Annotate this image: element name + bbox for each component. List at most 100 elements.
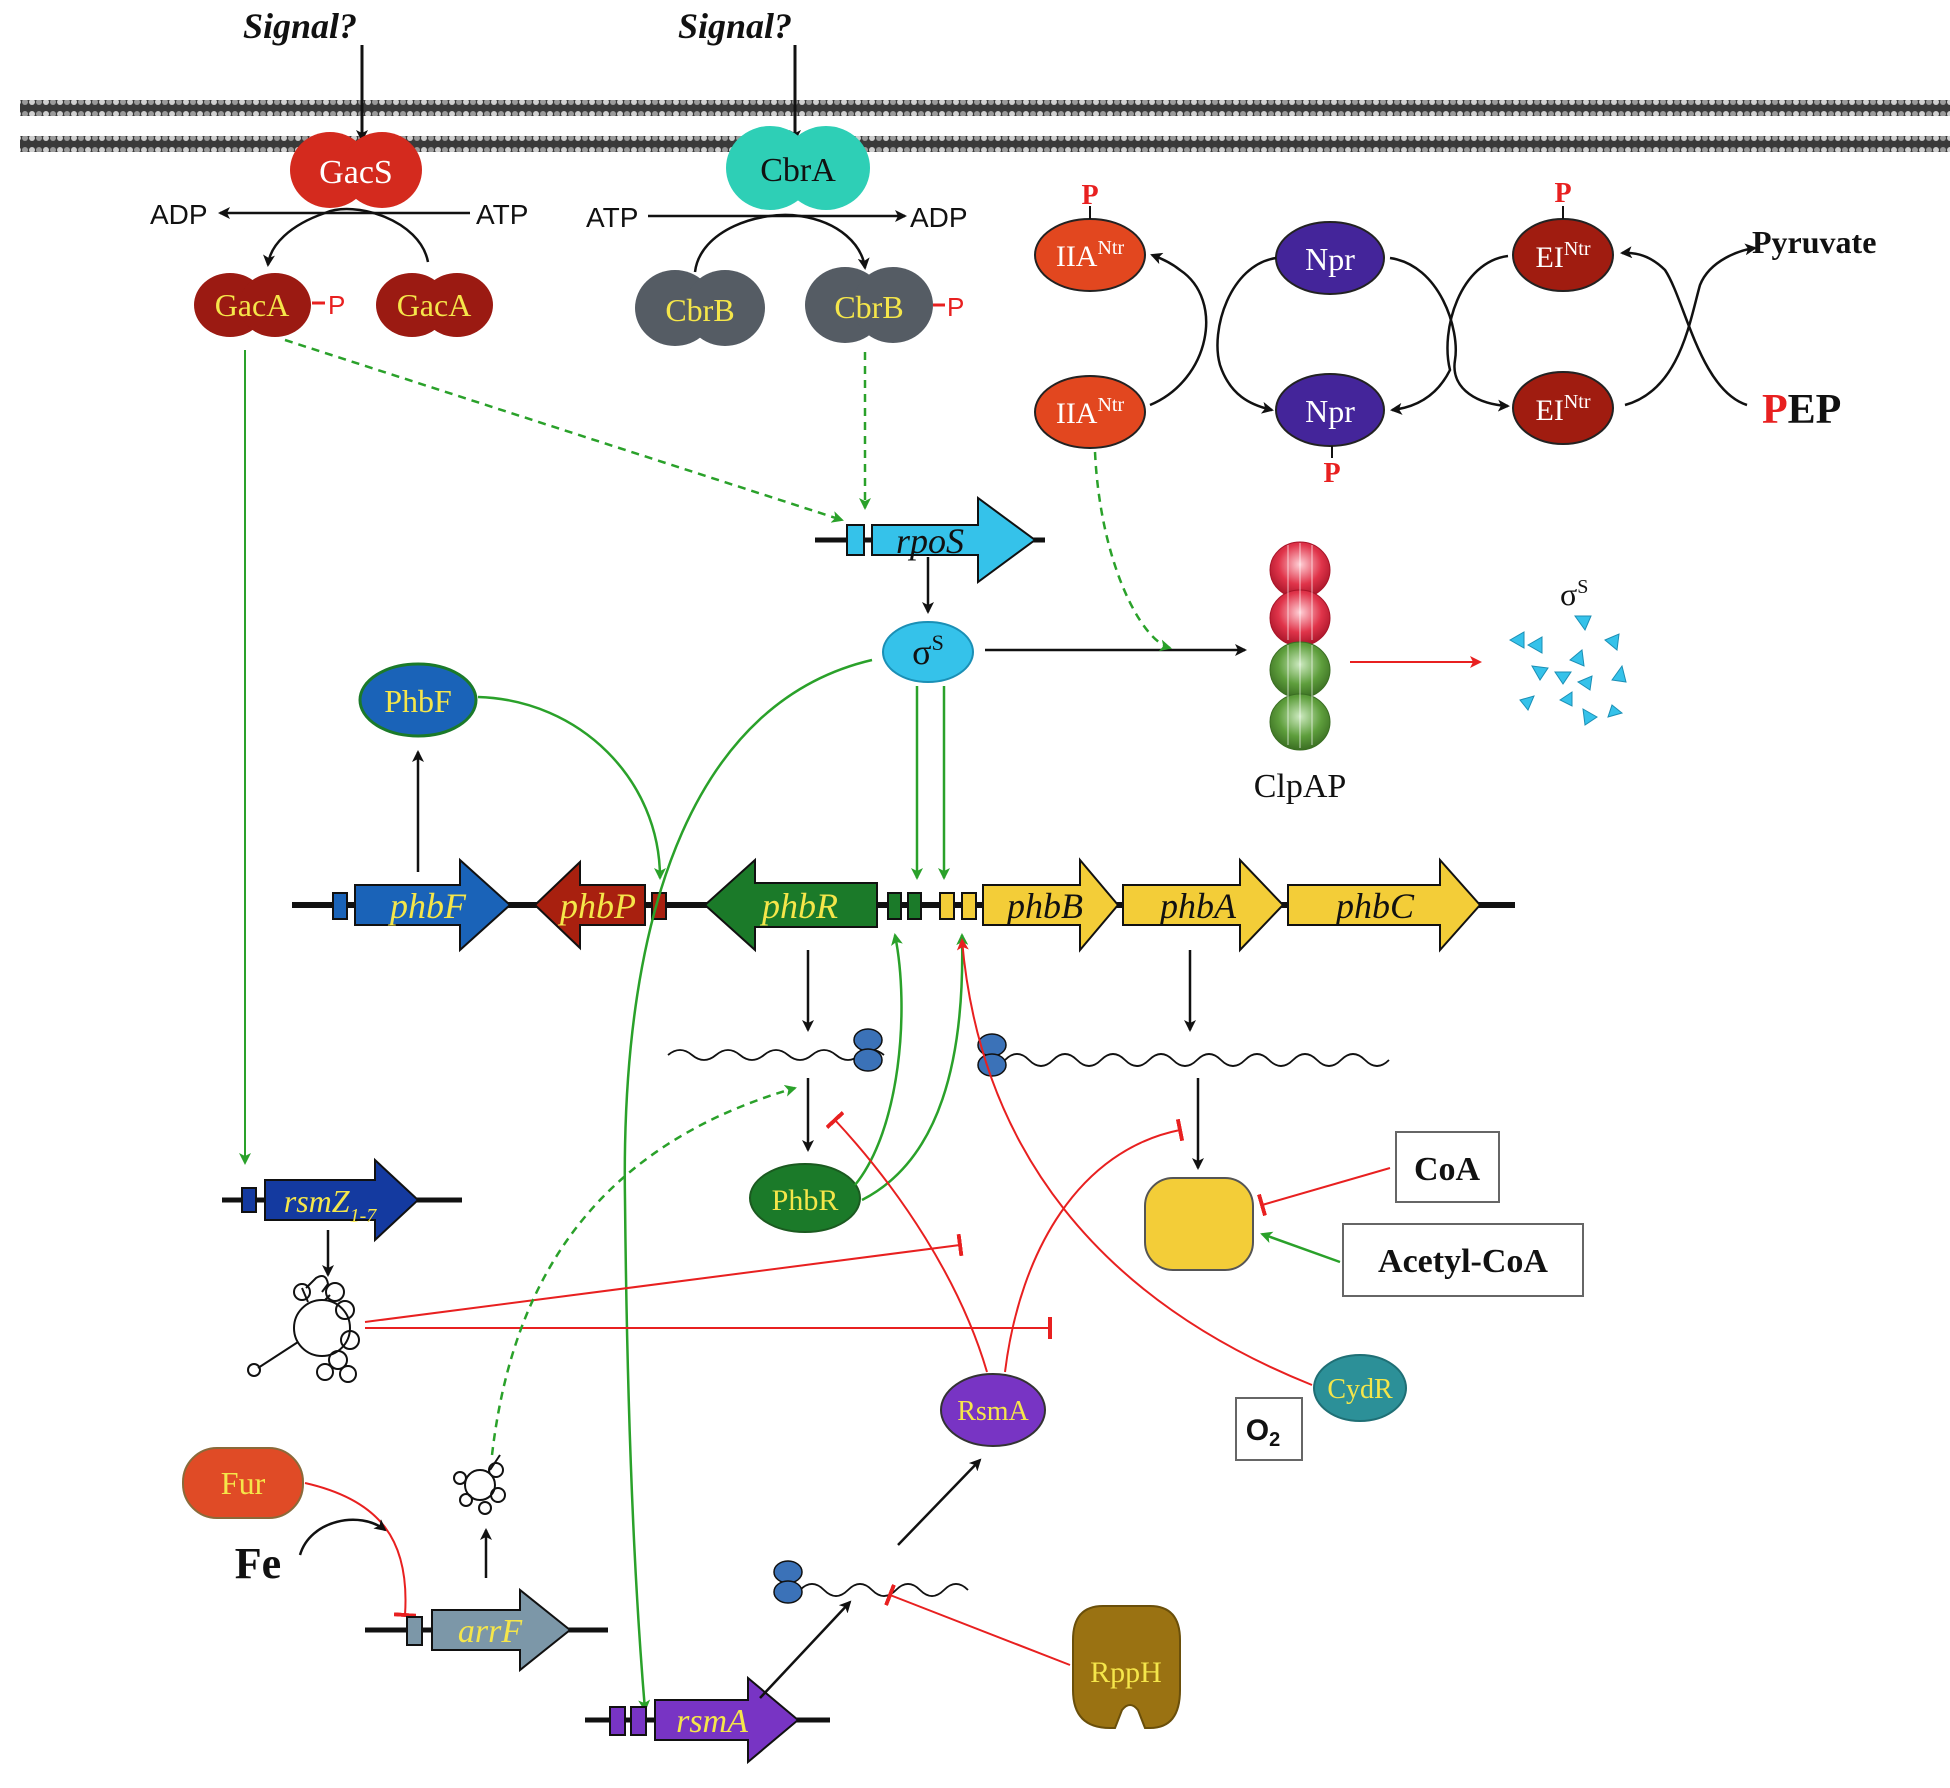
gacs-adp-label: ADP (150, 199, 208, 230)
svg-text:IIANtr: IIANtr (1056, 237, 1125, 273)
signal-label-left: Signal? (243, 6, 357, 46)
acetyl-coa-activates-enzyme (1260, 1231, 1341, 1264)
fur-represses-arrf (304, 1482, 417, 1618)
acetyl-coa-box: Acetyl-CoA (1342, 1223, 1584, 1297)
phba-gene-label: phbA (1157, 886, 1237, 926)
ei-ntr (1512, 371, 1614, 445)
svg-text:EINtr: EINtr (1536, 391, 1591, 427)
phbp-gene-label: phbP (557, 886, 636, 926)
cbrb-label: CbrB (665, 292, 734, 328)
gaca-unphosphorylated: GacA (376, 273, 493, 337)
rsma-transcription-arrow (759, 1600, 852, 1699)
rpph-protein: RppH (1072, 1605, 1181, 1729)
fragments-sigma-sup: S (1577, 576, 1588, 598)
rpph-inhibits-rsma-mrna (884, 1584, 1071, 1666)
rsmz-srna (247, 1275, 360, 1383)
sigma-sup: S (932, 630, 944, 655)
svg-text:O2: O2 (1246, 1414, 1280, 1451)
gaca-p-label: GacA (215, 287, 290, 323)
sigma-s-fragments: σS (1508, 576, 1627, 726)
cydr-inhibits-phbb (956, 938, 1313, 1386)
ei-sup-bottom: Ntr (1564, 391, 1591, 413)
pyruvate-label: Pyruvate (1752, 224, 1876, 260)
rsma-mrna (799, 1583, 969, 1597)
svg-text:EINtr: EINtr (1536, 238, 1591, 274)
cbra-phosphotransfer-arc (693, 213, 870, 273)
clpap-label: ClpAP (1254, 768, 1347, 805)
phbp-gene: phbP (533, 859, 667, 951)
rsmz-gene-sub: 1-7 (350, 1205, 378, 1227)
cell-membrane (20, 100, 1950, 152)
gaca-activates-rpos (284, 338, 844, 523)
rsma-protein: RsmA (940, 1373, 1046, 1447)
phbr-promoter-boxes (887, 892, 922, 920)
gaca-phosphorylated: GacA P (194, 273, 345, 337)
iia-label-top: IIA (1056, 240, 1098, 273)
rsma-inhibits-phbabc-translation (1004, 1118, 1185, 1373)
svg-text:rsmZ1-7: rsmZ1-7 (284, 1183, 377, 1227)
fe-binds-fur (298, 1518, 387, 1556)
o2-sub: 2 (1269, 1429, 1280, 1451)
phbr-gene: phbR (703, 857, 878, 953)
phbf-protein: PhbF (358, 662, 478, 738)
acetyl-coa-label: Acetyl-CoA (1378, 1243, 1548, 1280)
cbra-adp-label: ADP (910, 202, 968, 233)
phbr-ribosome (853, 1028, 883, 1072)
phbf-protein-label: PhbF (384, 683, 452, 719)
fe-label: Fe (235, 1539, 281, 1588)
phbabc-ribosome (977, 1033, 1007, 1077)
npr-label-top: Npr (1305, 241, 1355, 277)
ei-label-bottom: EI (1536, 394, 1564, 427)
iia-sup-top: Ntr (1097, 237, 1124, 259)
rsma-translation-arrow (897, 1458, 982, 1546)
coa-box: CoA (1395, 1131, 1500, 1203)
phb-enzyme-complex (1144, 1177, 1254, 1271)
phbf-gene-label: phbF (387, 886, 467, 926)
clpap-protease: ClpAP (1254, 541, 1347, 805)
fur-label: Fur (221, 1465, 266, 1501)
fragments-sigma-label: σ (1560, 576, 1577, 612)
npr-phosphorylated (1275, 373, 1385, 447)
phbf-activation-arc (477, 695, 666, 880)
gacs-atp-label: ATP (476, 199, 528, 230)
coa-label: CoA (1414, 1151, 1481, 1188)
ei-sup-top: Ntr (1564, 238, 1591, 260)
cbrb-phosphate: P (947, 292, 964, 322)
iia-label-bottom: IIA (1056, 397, 1098, 430)
cbrb-unphosphorylated: CbrB (635, 270, 765, 346)
rsma-gene-label: rsmA (676, 1703, 748, 1740)
cbra-label: CbrA (760, 152, 836, 189)
pep-p-label: P (1762, 387, 1788, 433)
fur-protein: Fur (182, 1447, 304, 1519)
sigma-s-protein: σS (882, 621, 974, 683)
svg-text:IIANtr: IIANtr (1056, 394, 1125, 430)
phbr-gene-label: phbR (759, 886, 838, 926)
rsmz-sequesters-phbr-regulation (364, 1233, 964, 1323)
phbr-protein: PhbR (749, 1163, 861, 1233)
rsma-inhibits-phbr-translation (825, 1111, 988, 1373)
phbb-gene-label: phbB (1004, 886, 1083, 926)
arrf-gene: arrF (365, 1587, 608, 1673)
phbb-promoter-boxes (939, 892, 977, 920)
phba-gene: phbA (1122, 857, 1285, 953)
phbc-gene: phbC (1287, 857, 1482, 953)
phbf-gene: phbF (332, 857, 512, 953)
npr-phosphate: P (1323, 458, 1340, 489)
cbra-kinase: CbrA (726, 126, 870, 210)
gaca-phosphate: P (328, 290, 345, 320)
gacs-kinase: GacS (290, 132, 422, 208)
svg-text:σS: σS (912, 630, 944, 672)
signal-label-right: Signal? (678, 6, 792, 46)
iia-sup-bottom: Ntr (1097, 394, 1124, 416)
cbrb-p-label: CbrB (834, 289, 903, 325)
arrf-srna (453, 1454, 506, 1515)
phbr-protein-label: PhbR (772, 1184, 839, 1217)
gacs-phosphotransfer-arc (263, 207, 430, 267)
gacs-label: GacS (319, 154, 393, 191)
rsmz-gene-label: rsmZ (284, 1183, 351, 1219)
coa-inhibits-enzyme (1257, 1167, 1391, 1217)
phbr-mrna (667, 1049, 885, 1061)
rpos-gene-label: rpoS (896, 521, 964, 561)
npr-label-bottom: Npr (1305, 393, 1355, 429)
iia-phosphate: P (1081, 180, 1098, 211)
